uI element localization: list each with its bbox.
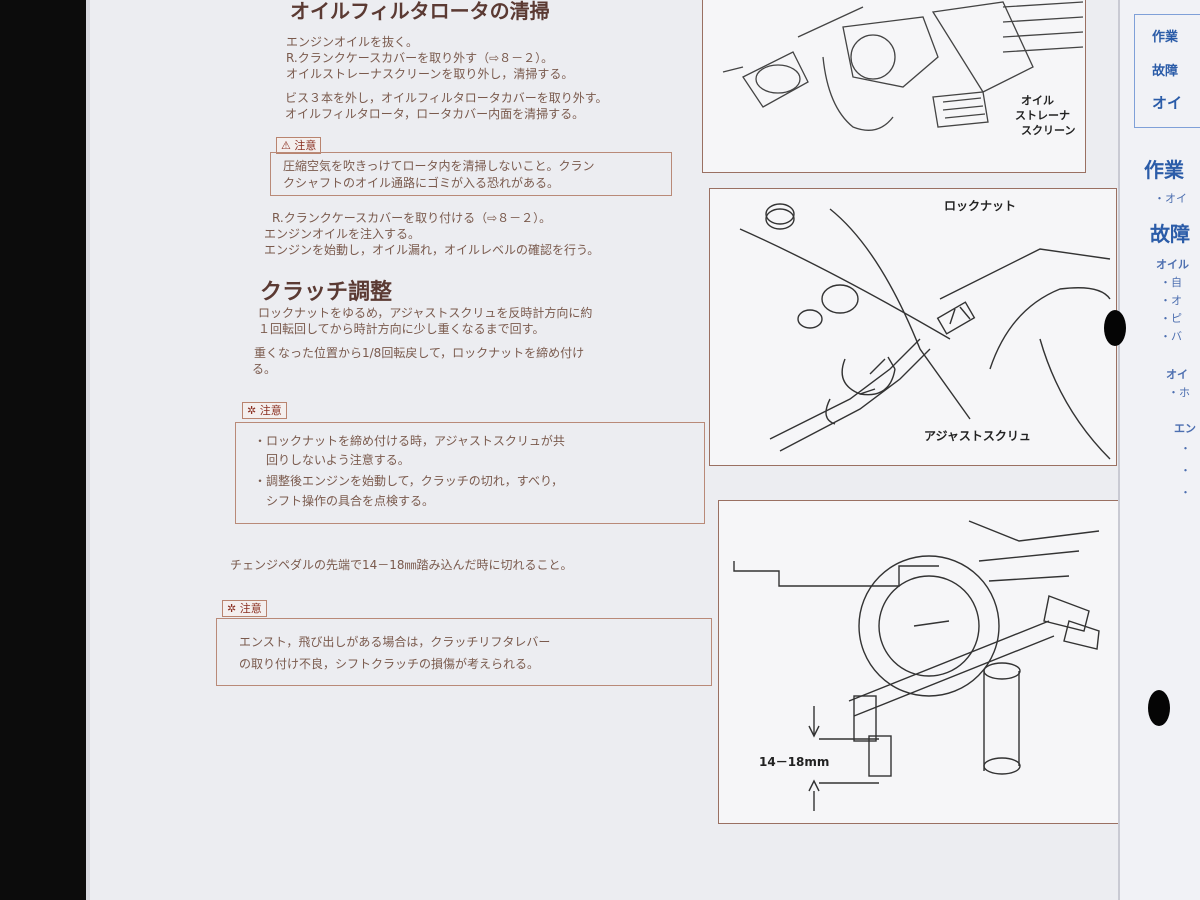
figure-label: ストレーナ [1015,109,1070,122]
text-line: 重くなった位置から1/8回転戻して，ロックナットを締め付け [254,346,585,360]
right-page-small: オイ [1166,368,1188,381]
text-line: １回転回してから時計方向に少し重くなるまで回す。 [258,322,545,336]
text-line: エンジンを始動し，オイル漏れ，オイルレベルの確認を行う。 [264,243,600,257]
caution-text: 圧縮空気を吹きっけてロータ内を清掃しないこと。クラン [283,159,595,173]
right-page-small: ・ [1180,464,1191,477]
figure-label: スクリーン [1021,124,1076,137]
binder-hole [1104,310,1126,346]
text-line: オイルフィルタロータ，ロータカバー内面を清掃する。 [285,107,585,121]
figure-change-pedal: 14－18mm [718,500,1140,824]
figure-label-adjust-screw: アジャストスクリュ [924,429,1031,443]
text-line: チェンジペダルの先端で14－18㎜踏み込んだ時に切れること。 [230,558,573,572]
text-line: オイルストレーナスクリーンを取り外し，清掃する。 [286,67,574,81]
right-page-small: ・オイ [1154,192,1187,205]
caution-text: クシャフトのオイル通路にゴミが入る恐れがある。 [283,176,560,190]
right-page-small: ・ [1180,486,1191,499]
caution-box: ・ロックナットを締め付ける時，アジャストスクリュが共 回りしないよう注意する。 … [235,422,705,524]
binder-hole [1148,690,1170,726]
right-page-text: 作業 [1144,158,1184,182]
right-page-text: 作業 [1152,30,1179,45]
right-page-small: ・オ [1160,294,1182,307]
text-line: R.クランクケースカバーを取り外す（⇨８－２）。 [286,51,554,65]
text-line: R.クランクケースカバーを取り付ける（⇨８－２）。 [272,211,552,225]
figure-label-locknut: ロックナット [944,199,1017,213]
figure-label-stroke: 14－18mm [759,755,830,769]
caution-tag: ✲ 注意 [222,600,267,617]
pedal-illustration [733,520,1100,811]
right-page-small: ・ [1180,442,1191,455]
caution-text: ・調整後エンジンを始動して，クラッチの切れ，すべり， [254,474,564,488]
right-page-box [1134,14,1200,128]
section-title-filter: オイルフィルタロータの清掃 [290,0,550,23]
right-page-small: ・ピ [1160,312,1182,325]
right-page-small: オイル [1156,258,1189,271]
text-line: る。 [252,362,277,376]
section-title-clutch: クラッチ調整 [260,280,393,305]
caution-box: エンスト，飛び出しがある場合は，クラッチリフタレバー の取り付け不良，シフトクラ… [216,618,712,686]
figure-oil-strainer: オイル ストレーナ スクリーン [702,0,1086,173]
caution-text: エンスト，飛び出しがある場合は，クラッチリフタレバー [239,635,551,649]
right-page-small: ・自 [1160,276,1182,289]
right-page-text: 故障 [1150,222,1190,246]
caution-tag: ✲ 注意 [242,402,287,419]
caution-box: 圧縮空気を吹きっけてロータ内を清掃しないこと。クラン クシャフトのオイル通路にゴ… [270,152,672,196]
figure-label: オイル [1021,94,1054,107]
caution-text: シフト操作の具合を点検する。 [254,494,435,508]
text-line: ロックナットをゆるめ，アジャストスクリュを反時計方向に約 [258,306,593,320]
text-line: エンジンオイルを抜く。 [286,35,419,49]
caution-text: の取り付け不良，シフトクラッチの損傷が考えられる。 [239,657,540,671]
right-page-text: オイ [1152,94,1183,112]
clutch-illustration [739,203,1111,460]
figure-clutch-adjust: ロックナット アジャストスクリュ [709,188,1117,466]
caution-text: ・ロックナットを締め付ける時，アジャストスクリュが共 [254,434,565,448]
manual-page: オイルフィルタロータの清掃 エンジンオイルを抜く。 R.クランクケースカバーを取… [90,0,1140,900]
caution-text: 回りしないよう注意する。 [254,453,410,467]
right-page-small: ・バ [1160,330,1182,343]
right-page: 作業 故障 オイ 作業 ・オイ 故障 オイル ・自 ・オ ・ピ ・バ オイ ・ホ… [1118,0,1200,900]
right-page-text: 故障 [1152,64,1179,79]
text-line: エンジンオイルを注入する。 [264,227,421,241]
right-page-small: エン [1174,422,1196,435]
text-line: ビス３本を外し，オイルフィルタロータカバーを取り外す。 [285,91,608,105]
right-page-small: ・ホ [1168,386,1190,399]
engine-illustration [722,1,1084,131]
caution-tag: ⚠ 注意 [276,137,322,154]
